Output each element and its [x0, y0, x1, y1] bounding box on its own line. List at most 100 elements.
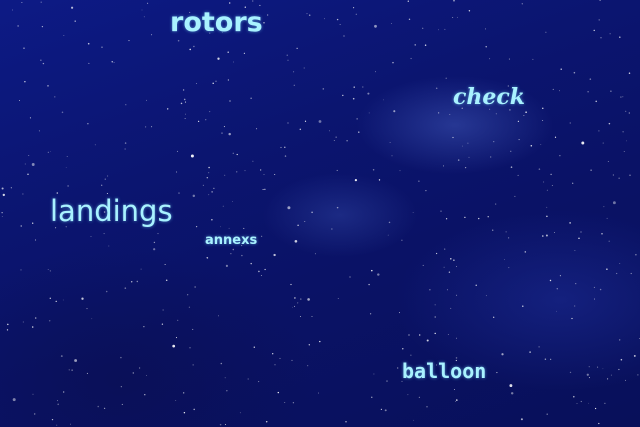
star [294, 305, 296, 307]
star [538, 168, 541, 170]
star [247, 378, 249, 380]
star [542, 235, 544, 237]
star [94, 144, 96, 146]
star [352, 97, 355, 100]
star [65, 167, 67, 168]
star [299, 315, 301, 317]
star [450, 258, 452, 260]
star [345, 421, 347, 423]
star [27, 173, 29, 175]
star [287, 122, 289, 124]
word-check: check [453, 84, 526, 110]
star [139, 367, 141, 369]
star [166, 108, 169, 110]
star [456, 399, 458, 401]
star [71, 6, 74, 9]
star [256, 128, 258, 130]
star [444, 248, 446, 250]
star [610, 374, 612, 376]
star [297, 302, 299, 304]
star [524, 251, 527, 253]
star [576, 403, 578, 404]
star [260, 169, 262, 171]
star [208, 166, 210, 169]
star [101, 46, 103, 48]
star [422, 27, 424, 29]
star [86, 372, 88, 374]
star [322, 88, 325, 90]
star [229, 2, 231, 4]
star [258, 270, 260, 273]
star [291, 359, 293, 361]
star [111, 61, 113, 63]
star [444, 28, 446, 30]
star [236, 171, 238, 173]
star [637, 374, 639, 376]
star [280, 146, 282, 149]
star [390, 23, 392, 24]
star [265, 420, 268, 423]
star [602, 142, 604, 144]
star [551, 184, 553, 186]
star [49, 297, 51, 299]
star [103, 233, 105, 235]
star [586, 373, 589, 376]
star [187, 294, 189, 296]
star [124, 142, 127, 144]
star [120, 356, 122, 359]
star [233, 61, 234, 63]
star [572, 182, 574, 184]
star [595, 100, 597, 103]
star [368, 112, 370, 114]
star [222, 205, 224, 207]
star [408, 18, 411, 21]
star [120, 386, 122, 388]
star [333, 140, 335, 141]
star [151, 223, 153, 225]
star [594, 298, 595, 300]
star [124, 148, 126, 150]
star [175, 337, 178, 339]
star [604, 402, 606, 404]
star [581, 141, 585, 145]
star [209, 111, 211, 113]
star [86, 308, 88, 310]
star [593, 29, 595, 32]
star [125, 104, 127, 106]
star [377, 273, 380, 276]
star [292, 306, 293, 308]
star [434, 332, 436, 335]
star [151, 34, 153, 36]
star [65, 226, 67, 228]
star [47, 269, 49, 270]
star [410, 354, 412, 356]
star [387, 234, 389, 236]
star [228, 132, 231, 136]
star [314, 253, 316, 255]
star [204, 17, 207, 20]
star [110, 219, 111, 221]
star [391, 155, 393, 157]
star [372, 168, 375, 171]
star [108, 245, 110, 247]
star [12, 398, 16, 402]
star [530, 145, 533, 147]
star [456, 266, 458, 268]
star [362, 86, 364, 88]
star [339, 23, 341, 25]
star [227, 51, 229, 53]
star [267, 14, 269, 16]
star [343, 35, 345, 37]
star [184, 101, 187, 103]
star [401, 380, 403, 382]
star [510, 150, 512, 152]
star [353, 7, 355, 9]
star [546, 215, 548, 218]
star [253, 346, 256, 348]
star [435, 364, 437, 366]
star [374, 24, 377, 28]
star [608, 240, 610, 242]
star [478, 217, 480, 220]
star [616, 272, 618, 275]
star [574, 250, 576, 251]
